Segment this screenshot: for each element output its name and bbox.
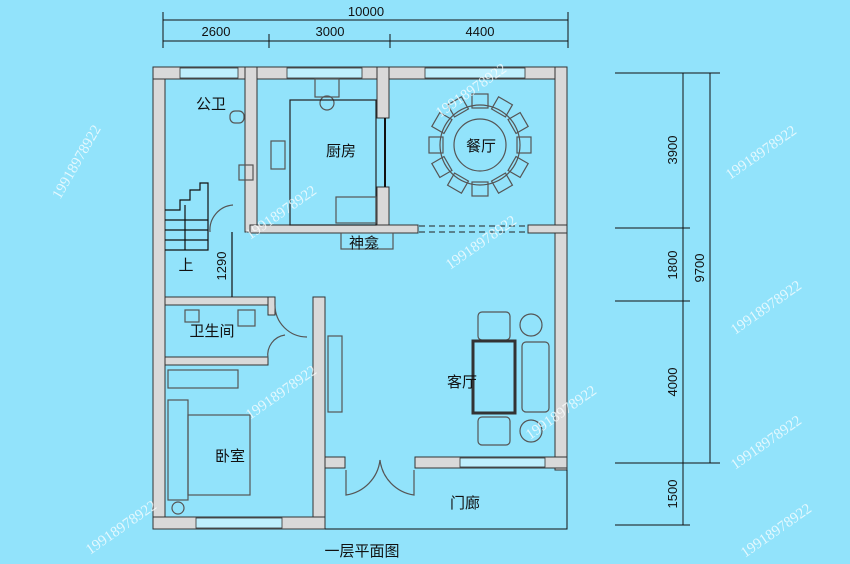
dim-height-1: 3900 (665, 136, 680, 165)
walls (152, 66, 568, 530)
label-living: 客厅 (447, 373, 477, 391)
furniture (167, 78, 550, 515)
label-kitchen: 厨房 (326, 142, 356, 160)
watermark: 19918978922 (728, 413, 805, 473)
watermark: 19918978922 (723, 123, 800, 183)
watermark: 19918978922 (728, 278, 805, 338)
bed (187, 414, 251, 496)
plan-title: 一层平面图 (324, 542, 399, 560)
watermark: 19918978922 (50, 123, 105, 202)
dining-chairs (428, 93, 532, 197)
label-porch: 门廊 (450, 494, 480, 512)
shrine-cabinet (340, 232, 394, 250)
watermark: 19918978922 (738, 501, 815, 561)
right-dimensions: 3900 1800 4000 1500 9700 (615, 72, 720, 526)
top-dimensions: 10000 2600 3000 4400 (162, 4, 569, 48)
label-bedroom: 卧室 (215, 447, 245, 465)
dim-height-2: 1800 (665, 251, 680, 280)
label-bathroom: 卫生间 (189, 322, 234, 340)
label-shrine: 神龛 (349, 234, 379, 252)
dim-stair: 1290 (214, 252, 229, 281)
dining-table (439, 104, 521, 186)
dim-width-1: 2600 (202, 24, 231, 39)
dim-height-3: 4000 (665, 368, 680, 397)
dim-width-3: 4400 (466, 24, 495, 39)
label-stair-up: 上 (178, 256, 193, 274)
dim-total-height: 9700 (692, 254, 707, 283)
dim-width-2: 3000 (316, 24, 345, 39)
watermark: 19918978922 (443, 213, 520, 273)
watermark: 19918978922 (83, 498, 160, 558)
label-dining: 餐厅 (466, 137, 496, 155)
staircase (165, 182, 233, 297)
wardrobe (167, 369, 239, 389)
room-labels: 公卫 厨房 餐厅 神龛 上 1290 卫生间 客厅 卧室 门廊 一层平面图 (178, 95, 496, 560)
dim-height-4: 1500 (665, 480, 680, 509)
dim-total-width: 10000 (348, 4, 384, 19)
watermark: 19918978922 (243, 363, 320, 423)
coffee-table (471, 339, 517, 415)
sofa (521, 341, 550, 413)
doors (209, 118, 415, 496)
label-public-toilet: 公卫 (196, 95, 226, 113)
